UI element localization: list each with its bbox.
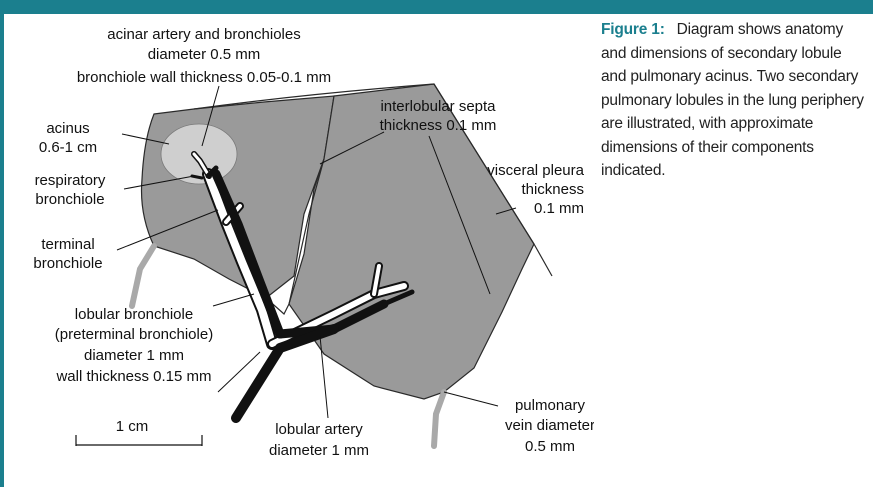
svg-text:wall thickness 0.15 mm: wall thickness 0.15 mm	[55, 368, 211, 385]
svg-text:thickness: thickness	[521, 181, 584, 198]
svg-text:pulmonary: pulmonary	[515, 397, 586, 414]
vein-left	[132, 246, 154, 306]
svg-text:0.1 mm: 0.1 mm	[534, 200, 584, 217]
label-respiratory-bronchiole: respiratory bronchiole	[35, 172, 106, 208]
svg-text:0.5 mm: 0.5 mm	[525, 438, 575, 455]
leader-pulmonary-vein	[444, 392, 498, 406]
svg-text:diameter 0.5 mm: diameter 0.5 mm	[148, 46, 261, 63]
svg-text:acinar artery and bronchioles: acinar artery and bronchioles	[107, 26, 300, 43]
leader-lobular-bronchiole-1	[213, 294, 254, 306]
svg-text:bronchiole: bronchiole	[33, 255, 102, 272]
caption-text: Diagram shows anatomy and dimensions of …	[601, 21, 864, 179]
vein-bottom	[434, 392, 444, 446]
label-lobular-artery: lobular artery diameter 1 mm	[269, 421, 369, 459]
svg-text:respiratory: respiratory	[35, 172, 106, 189]
svg-text:diameter 1 mm: diameter 1 mm	[269, 442, 369, 459]
label-acinar-artery: acinar artery and bronchioles diameter 0…	[77, 26, 331, 86]
svg-text:lobular bronchiole: lobular bronchiole	[75, 306, 193, 323]
svg-text:interlobular septa: interlobular septa	[380, 98, 496, 115]
figure-caption: Figure 1:Diagram shows anatomy and dimen…	[601, 18, 869, 183]
svg-text:thickness 0.1 mm: thickness 0.1 mm	[380, 117, 497, 134]
figure-label: Figure 1:	[601, 21, 665, 38]
label-terminal-bronchiole: terminal bronchiole	[33, 236, 102, 272]
acinus-region	[161, 124, 237, 184]
svg-text:visceral pleura: visceral pleura	[487, 162, 584, 179]
svg-text:vein diameter: vein diameter	[505, 417, 594, 434]
svg-text:(preterminal bronchiole): (preterminal bronchiole)	[55, 326, 213, 343]
svg-text:bronchiole wall thickness 0.05: bronchiole wall thickness 0.05-0.1 mm	[77, 69, 331, 86]
lobule-diagram: acinar artery and bronchioles diameter 0…	[4, 14, 594, 487]
svg-text:terminal: terminal	[41, 236, 94, 253]
svg-text:0.6-1 cm: 0.6-1 cm	[39, 139, 97, 156]
svg-text:lobular artery: lobular artery	[275, 421, 363, 438]
label-lobular-bronchiole: lobular bronchiole (preterminal bronchio…	[55, 306, 213, 385]
svg-text:1 cm: 1 cm	[116, 418, 149, 435]
svg-text:diameter 1 mm: diameter 1 mm	[84, 347, 184, 364]
header-band	[0, 0, 873, 14]
scale-bar: 1 cm	[76, 418, 202, 446]
label-pulmonary-vein: pulmonary vein diameter 0.5 mm	[505, 397, 594, 455]
svg-text:bronchiole: bronchiole	[35, 191, 104, 208]
label-acinus: acinus 0.6-1 cm	[39, 120, 97, 156]
svg-text:acinus: acinus	[46, 120, 89, 137]
